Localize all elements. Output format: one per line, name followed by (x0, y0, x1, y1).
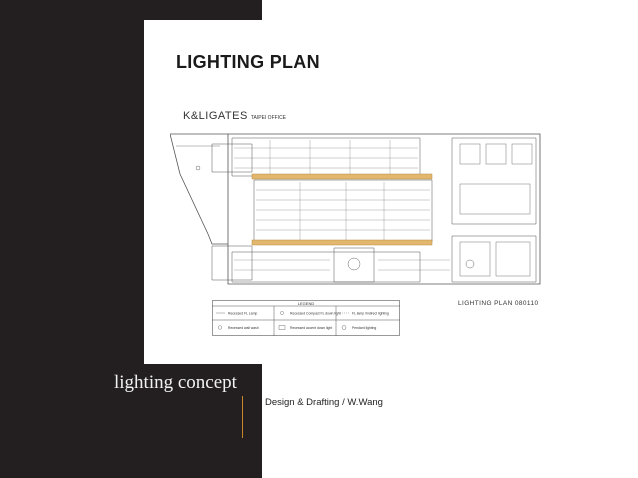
legend-item-2: Recessed Compact FL down light (290, 312, 341, 316)
legend-item-1: Recessed FL Lamp (228, 312, 257, 316)
plan-header-sub: TAIPEI OFFICE (250, 115, 287, 121)
legend-title: LEGEND (298, 301, 315, 306)
credit-text: Design & Drafting / W.Wang (265, 397, 383, 408)
plan-caption: LIGHTING PLAN 080110 (458, 300, 539, 307)
legend-item-6: Pendant lighting (352, 326, 376, 330)
legend-table: LEGEND Recessed FL Lamp Recessed Compact… (212, 300, 400, 336)
lighting-concept-text: lighting concept (114, 372, 237, 393)
legend-item-5: Recessed accent down light (290, 326, 332, 330)
legend-item-4: Recessed wall wash (228, 326, 259, 330)
legend-item-3: FL lamp /Indirect lighting (352, 312, 389, 316)
page-title: LIGHTING PLAN (176, 52, 320, 72)
accent-divider (242, 396, 243, 438)
plan-company-name: K&LIGATES (183, 110, 248, 122)
floor-plan-drawing (170, 133, 541, 285)
